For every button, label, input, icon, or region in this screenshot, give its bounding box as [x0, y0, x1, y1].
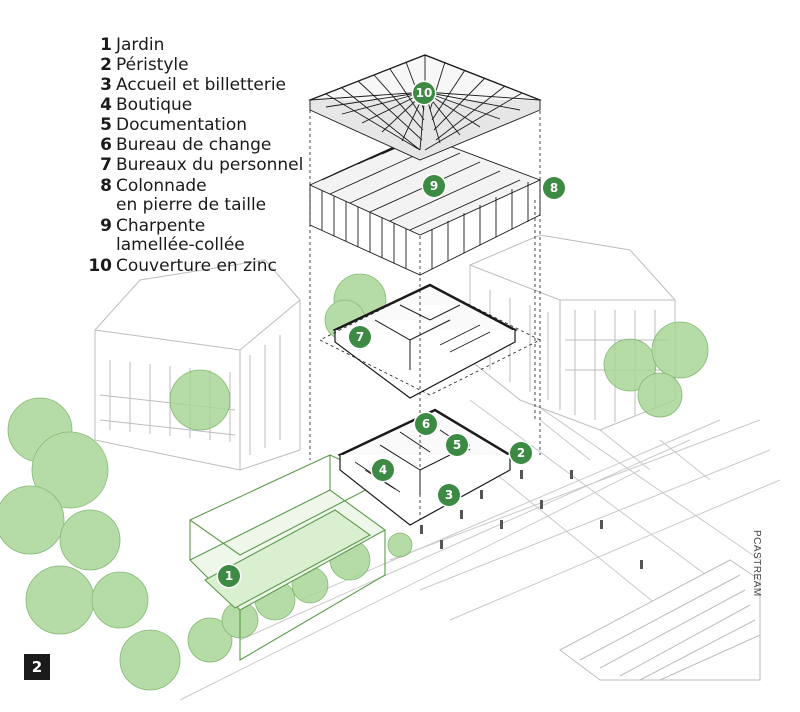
legend-label: Péristyle [116, 55, 189, 75]
marker-9: 9 [423, 175, 445, 197]
legend-number: 6 [100, 135, 112, 155]
legend-number: 4 [100, 95, 112, 115]
pedestrians [420, 470, 643, 569]
legend-number: 10 [88, 256, 112, 276]
legend-number: 2 [100, 55, 112, 75]
marker-8: 8 [543, 177, 565, 199]
trees [0, 273, 709, 691]
legend-number: 5 [100, 115, 112, 135]
legend-number: 3 [100, 75, 112, 95]
marker-1: 1 [218, 565, 240, 587]
image-credit: PCASTREAM [751, 530, 762, 597]
legend-label: Documentation [116, 115, 248, 135]
legend-label: Jardin [116, 35, 165, 55]
marker-3: 3 [438, 484, 460, 506]
legend-label: Boutique [116, 95, 193, 115]
marker-2: 2 [510, 442, 532, 464]
legend-label: Charpente lamellée-collée [116, 216, 245, 255]
legend-number: 1 [100, 35, 112, 55]
legend-label: Bureau de change [116, 135, 272, 155]
zinc-roof [308, 54, 542, 161]
train-station-roof [559, 559, 761, 681]
legend-label: Colonnade en pierre de taille [116, 176, 267, 215]
legend-label: Couverture en zinc [116, 256, 277, 276]
legend-label: Accueil et billetterie [116, 75, 287, 95]
street-ground [179, 379, 781, 701]
legend-label: Bureaux du personnel [116, 155, 304, 175]
marker-4: 4 [372, 459, 394, 481]
legend-number: 8 [100, 176, 112, 196]
marker-7: 7 [349, 326, 371, 348]
legend-number: 9 [100, 216, 112, 236]
marker-10: 10 [413, 82, 435, 104]
left-building [94, 259, 301, 471]
marker-6: 6 [415, 413, 437, 435]
upper-floor-plan [332, 283, 518, 399]
figure-number-badge: 2 [24, 654, 50, 680]
marker-5: 5 [446, 434, 468, 456]
legend-number: 7 [100, 155, 112, 175]
